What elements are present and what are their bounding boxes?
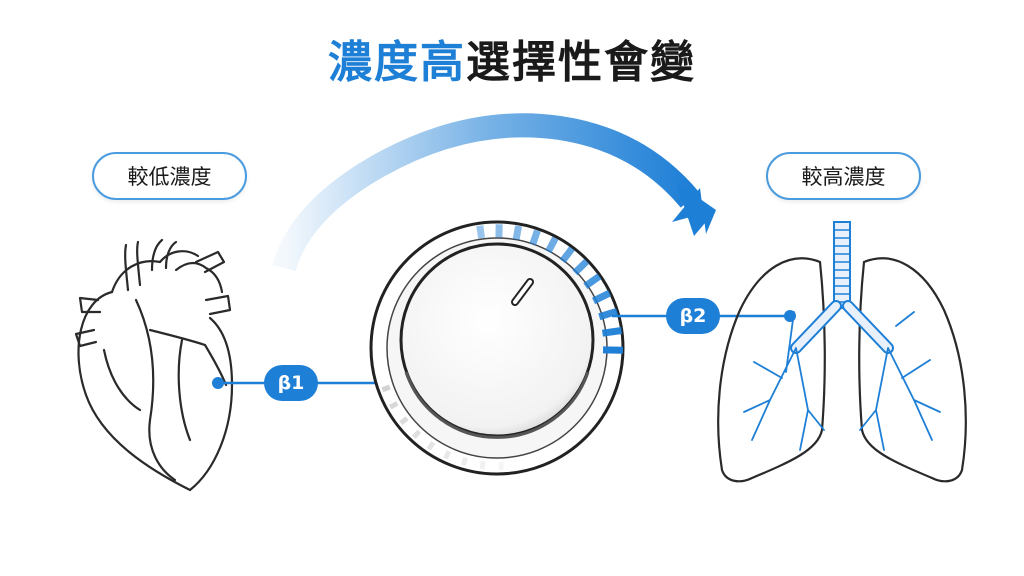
curved-arrow-icon bbox=[272, 113, 716, 272]
page-title: 濃度高選擇性會變 bbox=[0, 26, 1024, 90]
title-rest: 選擇性會變 bbox=[466, 37, 696, 88]
dial-knob[interactable] bbox=[369, 220, 625, 476]
lungs-icon bbox=[717, 221, 967, 483]
dial-tick-marks bbox=[381, 224, 624, 471]
dial-tick-grey bbox=[381, 384, 391, 393]
heart-icon bbox=[74, 238, 234, 492]
dial-tick-blue bbox=[529, 229, 541, 246]
dial-tick-grey bbox=[389, 401, 399, 410]
dial-tick-blue bbox=[601, 327, 623, 337]
dial-tick-blue bbox=[583, 273, 602, 290]
dial-tick-grey bbox=[411, 429, 422, 439]
beta2-text: β2 bbox=[679, 305, 707, 327]
dial-tick-blue bbox=[545, 236, 559, 254]
dial-tick-grey bbox=[443, 450, 452, 460]
dial-tick-blue bbox=[476, 225, 486, 239]
dial-tick-grey bbox=[479, 460, 486, 470]
low-concentration-label: 較低濃度 bbox=[92, 152, 247, 200]
dial-tick-blue bbox=[598, 307, 619, 321]
high-concentration-text: 較高濃度 bbox=[801, 165, 886, 189]
dial-tick-grey bbox=[426, 441, 436, 451]
title-highlight: 濃度高 bbox=[328, 37, 466, 88]
beta1-text: β1 bbox=[277, 372, 305, 394]
low-concentration-text: 較低濃度 bbox=[127, 165, 212, 189]
dial-tick-blue bbox=[591, 289, 612, 305]
beta2-badge: β2 bbox=[666, 298, 720, 334]
dial-tick-grey bbox=[399, 416, 409, 426]
high-concentration-label: 較高濃度 bbox=[766, 152, 921, 200]
dial-tick-blue bbox=[512, 225, 522, 241]
dial-tick-blue bbox=[572, 258, 590, 276]
beta1-badge: β1 bbox=[264, 365, 318, 401]
dial-tick-grey bbox=[460, 456, 468, 466]
dial-tick-blue bbox=[559, 246, 575, 264]
